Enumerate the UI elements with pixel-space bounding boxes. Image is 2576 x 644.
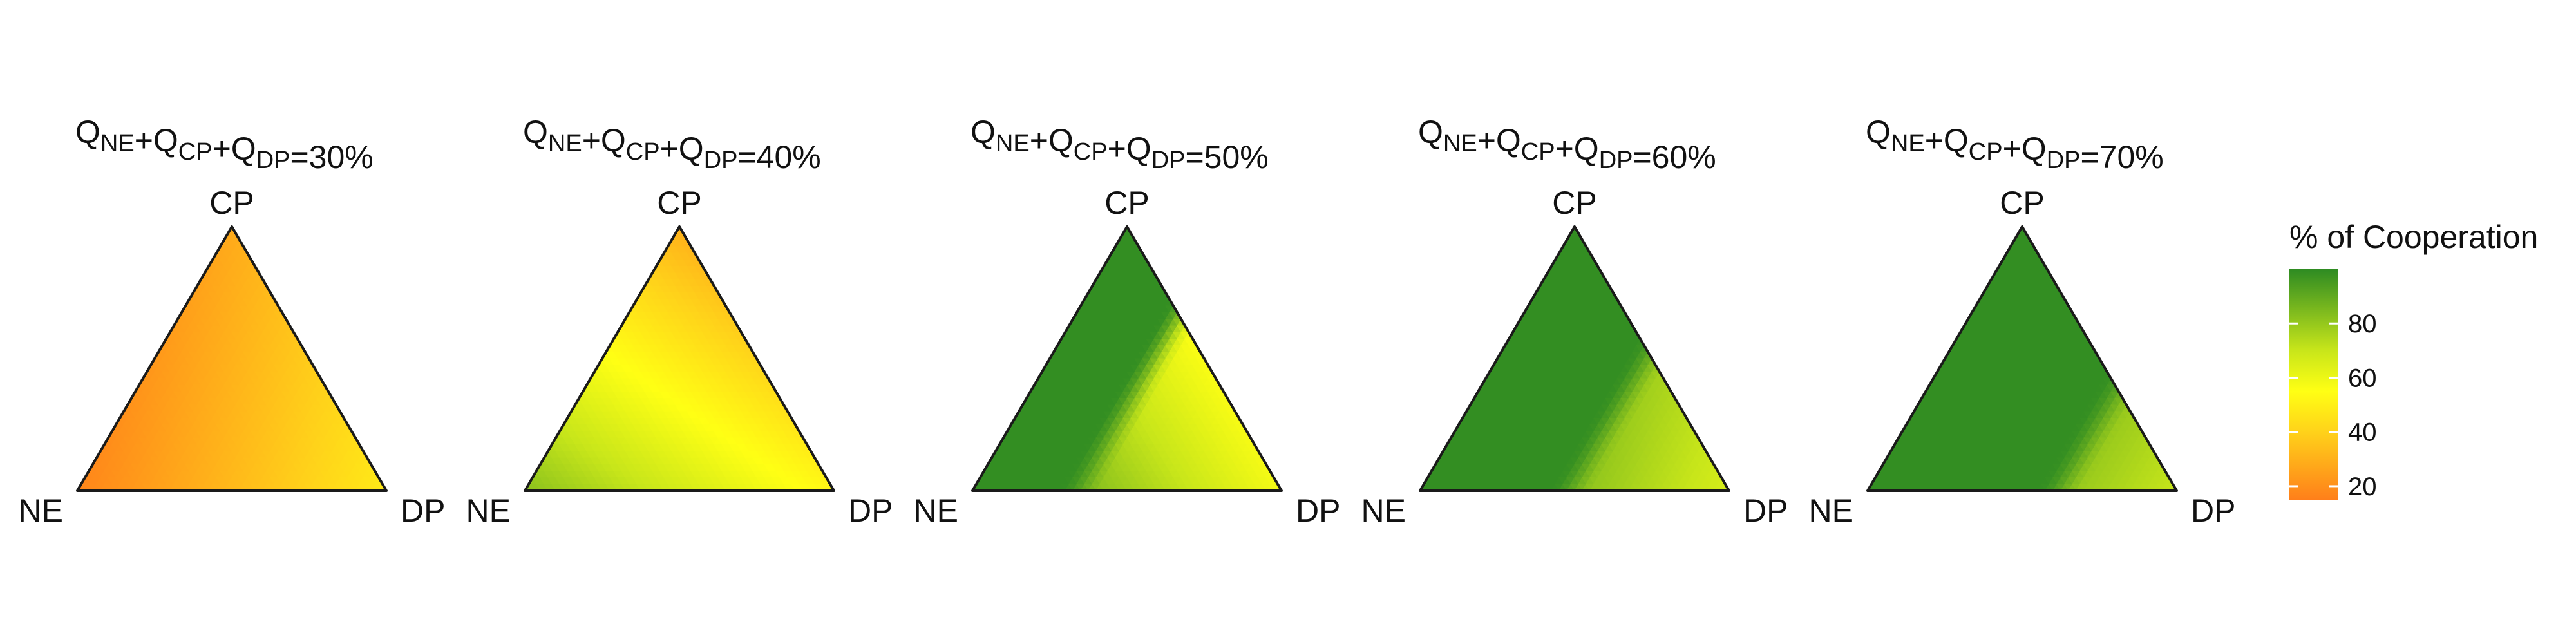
panel-title: QNE+QCP+QDP=50% xyxy=(971,114,1269,175)
ternary-panel-3: CP NE DP QNE+QCP+QDP=50% xyxy=(914,114,1341,529)
heatmap-cells xyxy=(972,226,1282,491)
vertex-label-dp: DP xyxy=(1296,493,1340,529)
panel-title: QNE+QCP+QDP=30% xyxy=(75,114,374,175)
heatmap-cells xyxy=(77,226,387,491)
vertex-label-dp: DP xyxy=(401,493,445,529)
vertex-label-cp: CP xyxy=(1104,185,1149,221)
heatmap-cells xyxy=(1419,226,1730,491)
ternary-panel-2: CP NE DP QNE+QCP+QDP=40% xyxy=(466,114,893,529)
vertex-label-ne: NE xyxy=(19,493,63,529)
vertex-label-cp: CP xyxy=(657,185,701,221)
vertex-label-cp: CP xyxy=(209,185,254,221)
vertex-label-ne: NE xyxy=(914,493,958,529)
vertex-label-ne: NE xyxy=(466,493,511,529)
panel-title: QNE+QCP+QDP=40% xyxy=(523,114,821,175)
ternary-panel-1: CP NE DP QNE+QCP+QDP=30% xyxy=(19,114,446,529)
heatmap-cells xyxy=(524,226,835,491)
vertex-label-dp: DP xyxy=(848,493,893,529)
